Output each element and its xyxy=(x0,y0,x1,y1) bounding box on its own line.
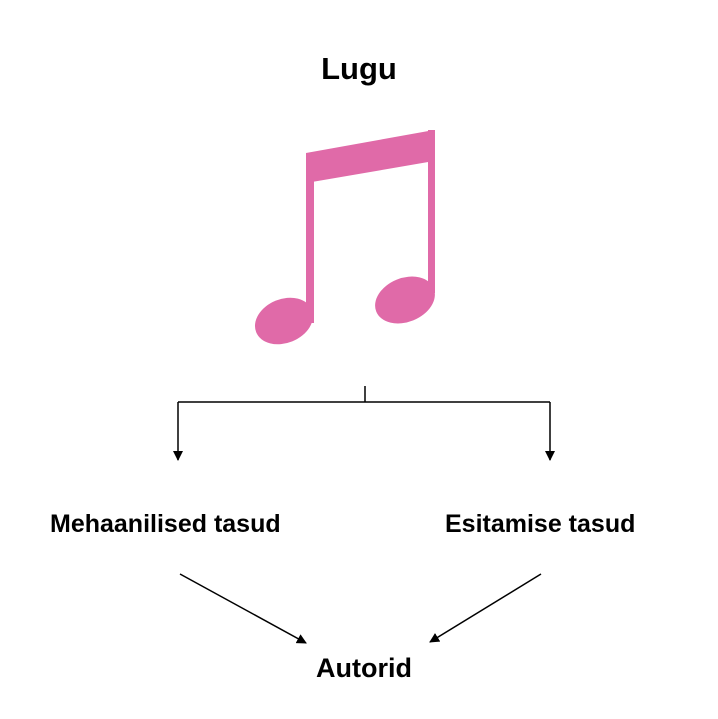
right-node-label: Esitamise tasud xyxy=(445,510,636,538)
arrow-left-to-bottom xyxy=(179,573,307,644)
merge-connector xyxy=(179,573,542,644)
split-connector xyxy=(173,386,555,461)
diagram-title: Lugu xyxy=(321,51,397,86)
music-note-icon xyxy=(254,130,435,345)
arrow-right-to-bottom xyxy=(429,573,542,643)
left-node-label: Mehaanilised tasud xyxy=(50,510,281,538)
bottom-node-label: Autorid xyxy=(316,653,412,683)
